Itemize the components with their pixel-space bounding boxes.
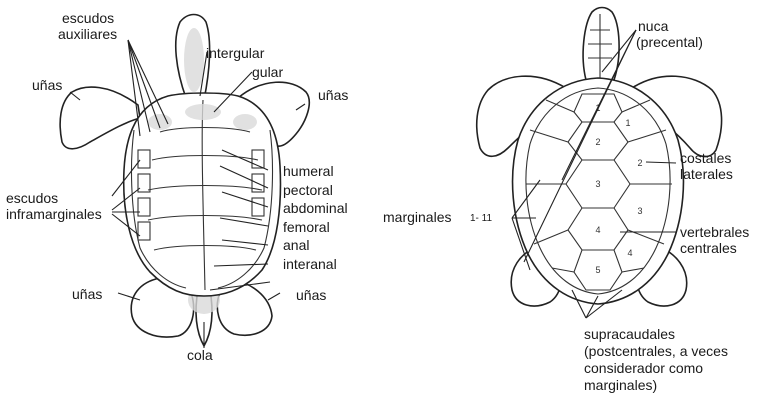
- label-femoral: femoral: [283, 219, 330, 235]
- label-escudos-auxiliares-line2: auxiliares: [58, 26, 117, 42]
- label-escudos-inframarginales-line2: inframarginales: [6, 206, 102, 222]
- label-intergular: intergular: [206, 45, 264, 61]
- label-gular: gular: [252, 64, 283, 80]
- label-unas-lower-left: uñas: [72, 286, 102, 302]
- label-nuca-line1: nuca: [638, 18, 668, 34]
- label-supracaudales-line2: (postcentrales, a veces: [584, 343, 728, 359]
- label-costales-line1: costales: [680, 150, 731, 166]
- vertebral-number-5: 5: [595, 265, 600, 275]
- label-supracaudales-line3: considerador como: [584, 360, 703, 376]
- label-marginales-range: 1- 11: [470, 211, 492, 227]
- label-interanal: interanal: [283, 256, 337, 272]
- label-costales-line2: laterales: [680, 166, 733, 182]
- label-escudos-inframarginales-line1: escudos: [6, 190, 58, 206]
- costal-number-4: 4: [627, 248, 632, 258]
- label-humeral: humeral: [283, 163, 334, 179]
- label-nuca-line2: (precental): [636, 34, 703, 50]
- label-cola: cola: [187, 347, 213, 363]
- label-unas-lower-right: uñas: [296, 287, 326, 303]
- label-escudos-auxiliares-line1: escudos: [62, 10, 114, 26]
- label-vertebrales-line2: centrales: [680, 240, 737, 256]
- costal-number-1: 1: [625, 118, 630, 128]
- label-vertebrales-line1: vertebrales: [680, 224, 749, 240]
- label-unas-upper-left: uñas: [32, 77, 62, 93]
- label-marginales: marginales: [383, 209, 451, 225]
- vertebral-number-3: 3: [595, 179, 600, 189]
- label-abdominal: abdominal: [283, 200, 348, 216]
- label-anal: anal: [283, 237, 309, 253]
- costal-number-3: 3: [637, 206, 642, 216]
- label-supracaudales-line1: supracaudales: [584, 326, 675, 342]
- costal-number-2: 2: [637, 158, 642, 168]
- label-unas-upper-right: uñas: [318, 87, 348, 103]
- vertebral-number-2: 2: [595, 137, 600, 147]
- label-pectoral: pectoral: [283, 182, 333, 198]
- vertebral-number-4: 4: [595, 225, 600, 235]
- label-supracaudales-line4: marginales): [584, 377, 657, 393]
